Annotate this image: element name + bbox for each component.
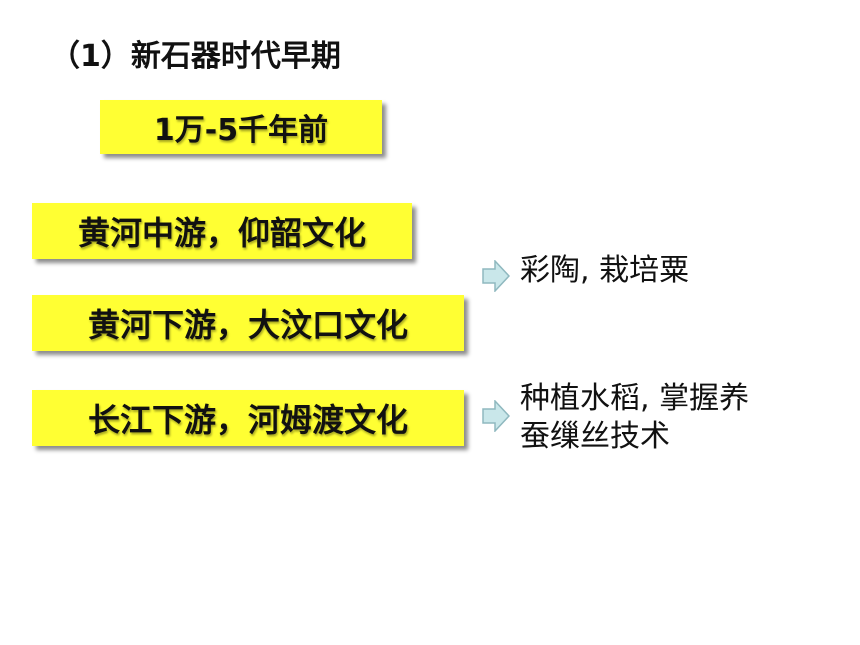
slide-title: （1）新石器时代早期 bbox=[50, 39, 341, 74]
note-yangtze-line-1: 种植水稻, 掌握养 bbox=[520, 381, 750, 416]
period-box: 1万-5千年前 bbox=[100, 100, 382, 154]
culture-box-dawenkou: 黄河下游，大汶口文化 bbox=[32, 295, 464, 351]
note-yangtze-line-2: 蚕缫丝技术 bbox=[520, 419, 670, 454]
arrow-right-icon bbox=[482, 400, 510, 432]
arrow-right-icon bbox=[482, 260, 510, 292]
culture-box-yangshao: 黄河中游，仰韶文化 bbox=[32, 203, 412, 259]
note-yellow-river: 彩陶, 栽培粟 bbox=[520, 253, 690, 288]
culture-box-hemudu: 长江下游，河姆渡文化 bbox=[32, 390, 464, 446]
